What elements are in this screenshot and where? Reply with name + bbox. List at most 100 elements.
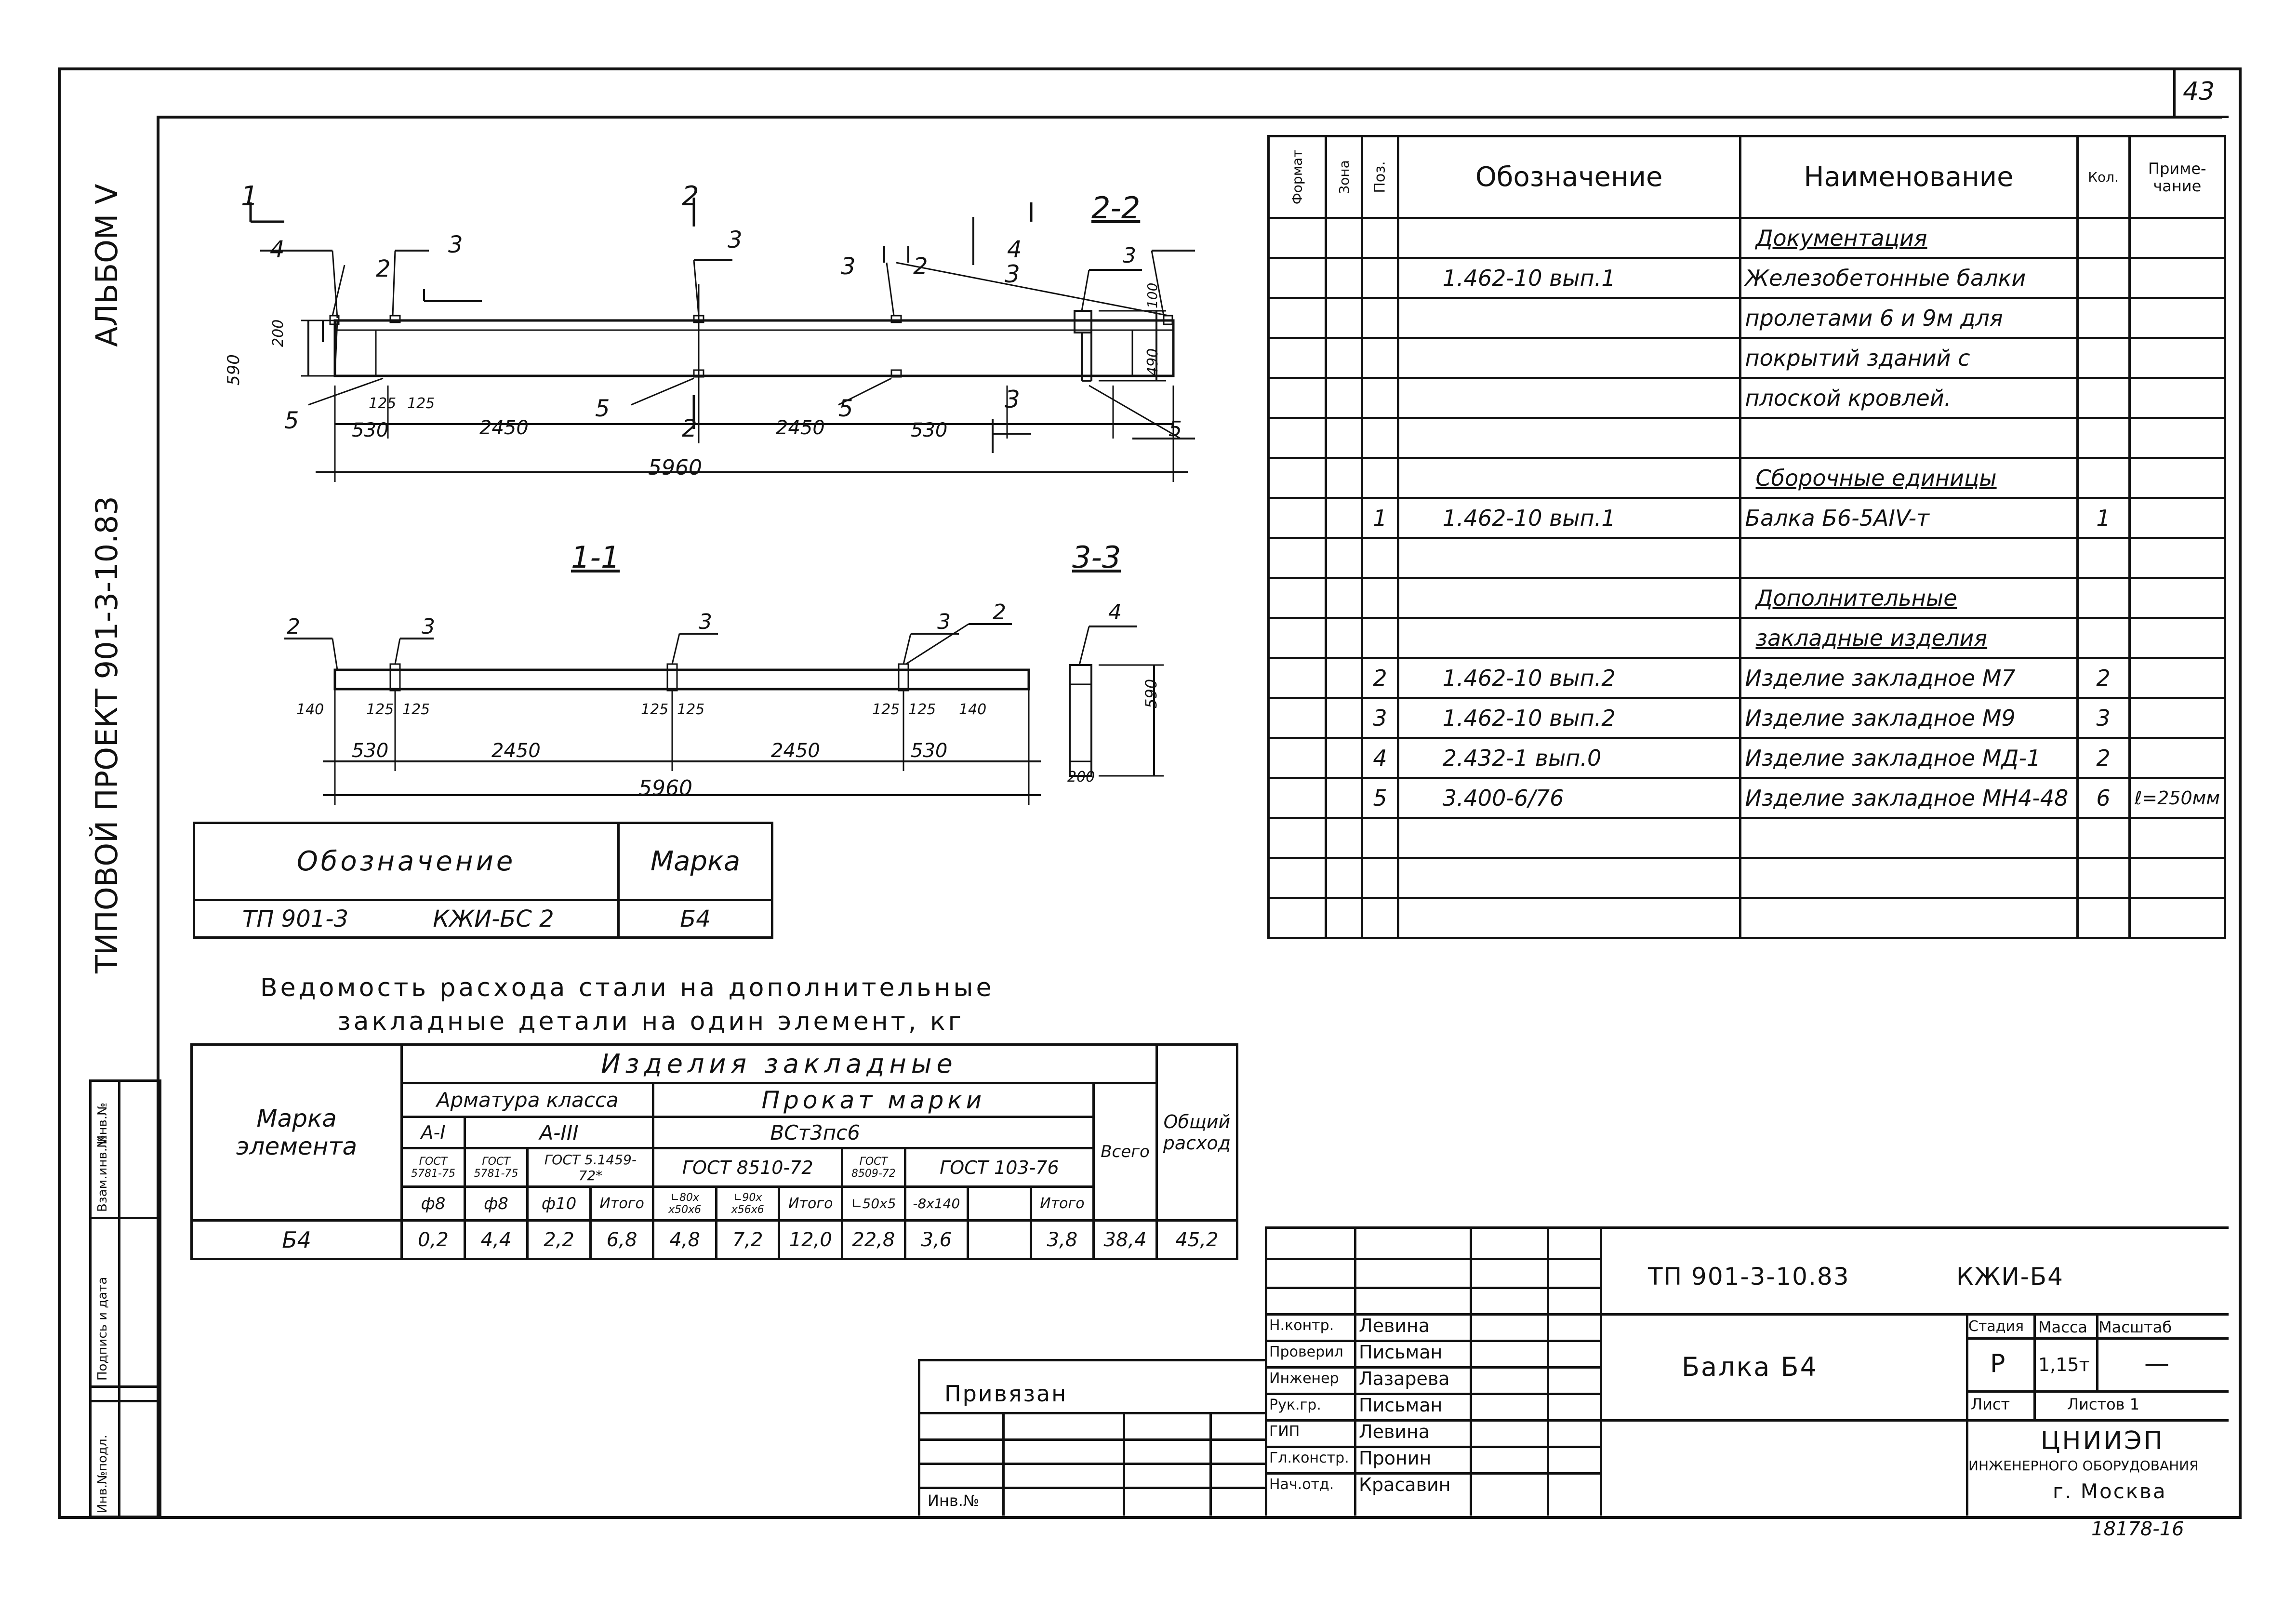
title-scale: — xyxy=(2144,1349,2169,1378)
spec-row xyxy=(1267,537,2227,579)
org-name-1: ЦНИИЭП xyxy=(2041,1426,2164,1455)
title-doc: КЖИ-Б4 xyxy=(1956,1263,2064,1291)
title-role: Инженер xyxy=(1269,1370,1339,1387)
spec-cell-zone xyxy=(1324,377,1364,419)
spec-cell-kol xyxy=(2076,337,2131,379)
spec-h-naim: Наименование xyxy=(1739,135,2079,219)
steel-sub-7: ∟50х5 xyxy=(841,1185,906,1222)
sheet-number-box xyxy=(2173,70,2229,118)
spec-cell-prim xyxy=(2128,697,2227,739)
spec-row: закладные изделия xyxy=(1267,617,2227,659)
spec-cell-zone xyxy=(1324,577,1364,619)
spec-cell-oboz xyxy=(1396,817,1741,859)
spec-cell-format xyxy=(1267,897,1327,939)
callout-4-left: 4 xyxy=(270,236,285,263)
privyazan-label: Привязан xyxy=(944,1381,1068,1407)
spec-cell-oboz xyxy=(1396,297,1741,339)
mark-table-v-oboz: ТП 901-3 КЖИ-БС 2 xyxy=(193,899,620,939)
dim-530-left: 530 xyxy=(352,419,389,441)
s22-dim-490: 490 xyxy=(1144,348,1161,376)
spec-cell-format xyxy=(1267,457,1327,499)
spec-h-pos: Поз. xyxy=(1361,135,1399,219)
spec-cell-zone xyxy=(1324,617,1364,659)
s11-callout-2-left: 2 xyxy=(287,614,300,639)
spec-cell-format xyxy=(1267,217,1327,259)
s33-callout-4: 4 xyxy=(1108,600,1122,625)
spec-cell-prim xyxy=(2128,577,2227,619)
callout-5-right: 5 xyxy=(838,395,853,422)
spec-cell-naim xyxy=(1739,417,2079,459)
spec-cell-oboz: 1.462-10 вып.2 xyxy=(1396,697,1741,739)
s11-dim-125-d: 125 xyxy=(677,701,705,718)
spec-cell-format xyxy=(1267,417,1327,459)
spec-cell-pos xyxy=(1361,337,1399,379)
steel-sub-2: ф10 xyxy=(526,1185,592,1222)
spec-cell-prim xyxy=(2128,417,2227,459)
s11-callout-3-b: 3 xyxy=(699,610,712,634)
spec-row xyxy=(1267,897,2227,939)
section-3-3-drawing xyxy=(1069,626,1164,777)
spec-cell-pos xyxy=(1361,257,1399,299)
section-2-2-drawing xyxy=(1074,269,1195,439)
steel-sub-9 xyxy=(967,1185,1032,1222)
s11-dim-5960: 5960 xyxy=(638,776,692,800)
spec-cell-pos: 3 xyxy=(1361,697,1399,739)
steel-h-vsego: Всего xyxy=(1092,1082,1158,1222)
title-role: Проверил xyxy=(1269,1344,1343,1360)
spec-cell-zone xyxy=(1324,537,1364,579)
stamp-inv: Инв.№ xyxy=(95,1102,110,1145)
spec-cell-pos xyxy=(1361,897,1399,939)
inner-frame xyxy=(157,116,2222,1516)
sec-1-top-label: 1 xyxy=(241,181,258,212)
callout-2-right: 2 xyxy=(913,253,928,280)
title-person: Красавин xyxy=(1359,1474,1451,1495)
spec-cell-naim: Изделие закладное М9 xyxy=(1739,697,2079,739)
spec-cell-pos: 4 xyxy=(1361,737,1399,779)
sec-3-top-label: 3 xyxy=(1005,260,1020,288)
spec-cell-kol: 6 xyxy=(2076,777,2131,819)
steel-val-7: 22,8 xyxy=(841,1219,906,1260)
spec-cell-format xyxy=(1267,497,1327,539)
spec-cell-kol xyxy=(2076,457,2131,499)
spec-h-prim: Приме- чание xyxy=(2128,135,2227,219)
stamp-podpis: Подпись и дата xyxy=(95,1277,110,1381)
steel-h-obsh: Общий расход xyxy=(1155,1043,1239,1222)
s11-dim-140-left: 140 xyxy=(296,701,324,718)
steel-val-6: 12,0 xyxy=(778,1219,844,1260)
callout-5-left: 5 xyxy=(284,407,299,434)
spec-cell-naim: Сборочные единицы xyxy=(1739,457,2079,499)
spec-cell-oboz: 3.400-6/76 xyxy=(1396,777,1741,819)
steel-val-0: 0,2 xyxy=(400,1219,466,1260)
spec-cell-prim xyxy=(2128,337,2227,379)
steel-sub-3: Итого xyxy=(589,1185,655,1222)
steel-sub-6: Итого xyxy=(778,1185,844,1222)
spec-cell-kol xyxy=(2076,537,2131,579)
beam-elevation xyxy=(249,198,1195,482)
title-person: Пронин xyxy=(1359,1448,1432,1469)
spec-cell-format xyxy=(1267,257,1327,299)
spec-cell-kol xyxy=(2076,577,2131,619)
sheet-frame xyxy=(58,67,2242,1519)
spec-cell-zone xyxy=(1324,297,1364,339)
steel-val-11: 38,4 xyxy=(1092,1219,1158,1260)
spec-row: пролетами 6 и 9м для xyxy=(1267,297,2227,339)
spec-cell-oboz: 1.462-10 вып.1 xyxy=(1396,257,1741,299)
s11-dim-125-e: 125 xyxy=(872,701,900,718)
spec-cell-zone xyxy=(1324,417,1364,459)
spec-cell-naim: плоской кровлей. xyxy=(1739,377,2079,419)
spec-cell-kol xyxy=(2076,377,2131,419)
org-name-2: ИНЖЕНЕРНОГО ОБОРУДОВАНИЯ xyxy=(1968,1458,2199,1474)
spec-cell-prim xyxy=(2128,737,2227,779)
title-mass: 1,15т xyxy=(2038,1354,2090,1375)
steel-h-g5781b: ГОСТ 5781-75 xyxy=(463,1147,529,1188)
callout-2-left: 2 xyxy=(376,255,391,282)
callout-5-mid: 5 xyxy=(595,395,610,422)
spec-cell-kol xyxy=(2076,217,2131,259)
spec-cell-naim: покрытий зданий с xyxy=(1739,337,2079,379)
s11-callout-3-c: 3 xyxy=(937,610,951,634)
s22-callout-3: 3 xyxy=(1123,243,1136,268)
spec-cell-format xyxy=(1267,337,1327,379)
spec-cell-pos xyxy=(1361,857,1399,899)
spec-cell-oboz xyxy=(1396,577,1741,619)
